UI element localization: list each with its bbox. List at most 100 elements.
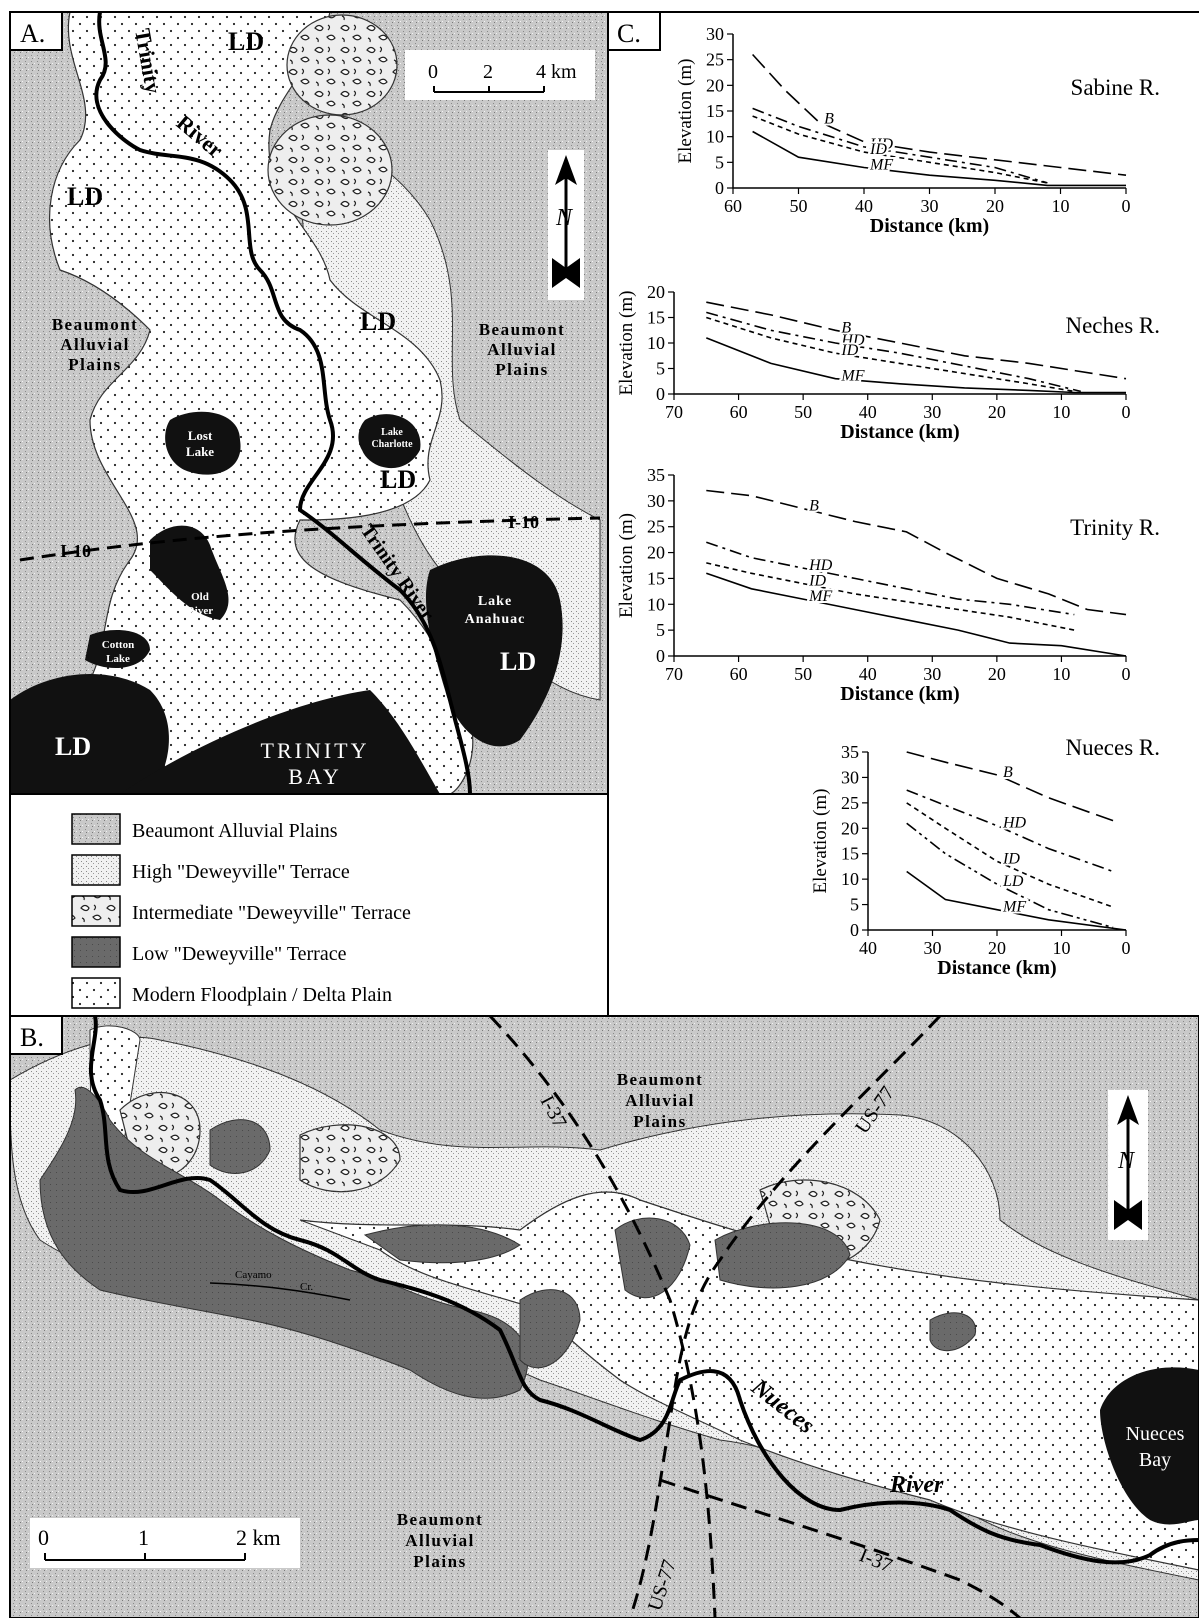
scale-bar-a-line xyxy=(433,86,545,93)
label-ld-1: LD xyxy=(228,27,264,56)
series-label-HD: HD xyxy=(869,136,894,153)
series-line-HD xyxy=(906,789,1114,873)
north-arrow-a-label: N xyxy=(555,205,574,231)
legend-label-low: Low "Deweyville" Terrace xyxy=(132,943,347,965)
y-tick-label: 35 xyxy=(841,742,859,762)
label-beaumont-east-3: Plains xyxy=(495,360,548,379)
series-label-MF: MF xyxy=(808,588,832,605)
x-axis-label: Distance (km) xyxy=(840,683,959,705)
scale-bar-b-tick-1: 1 xyxy=(138,1525,149,1550)
us77-highway xyxy=(628,1014,942,1619)
panel-a-label: A. xyxy=(20,19,45,48)
north-arrow-a-tail xyxy=(552,258,580,288)
x-tick-label: 40 xyxy=(859,664,877,684)
y-tick-label: 15 xyxy=(841,844,859,864)
label-b-beaumont-north-2: Alluvial xyxy=(625,1091,695,1110)
label-ld-2: LD xyxy=(67,182,103,211)
i37-highway-north xyxy=(488,1014,717,1619)
y-tick-label: 25 xyxy=(706,50,724,70)
panel-b-map xyxy=(9,1014,1199,1620)
y-tick-label: 20 xyxy=(647,282,665,302)
y-tick-label: 25 xyxy=(841,793,859,813)
series-line-HD xyxy=(706,311,1081,393)
ld-area-southwest xyxy=(10,673,169,794)
label-trinity-bay-1: TRINITY xyxy=(261,738,370,763)
x-tick-label: 10 xyxy=(1052,664,1070,684)
nueces-river-line xyxy=(89,1015,1199,1565)
scale-bar-a-tick-0: 0 xyxy=(428,61,438,83)
label-trinity-bay-2: BAY xyxy=(288,764,341,789)
x-tick-label: 60 xyxy=(730,402,748,422)
old-river-area xyxy=(150,525,229,620)
x-tick-label: 60 xyxy=(730,664,748,684)
series-label-ID: ID xyxy=(808,573,826,590)
legend-label-beaumont: Beaumont Alluvial Plains xyxy=(132,820,338,842)
scale-bar-a: 0 2 4 km xyxy=(405,50,595,100)
series-line-B xyxy=(906,751,1114,822)
low-terrace-b5 xyxy=(614,1217,691,1299)
x-tick-label: 40 xyxy=(855,196,873,216)
series-line-MF xyxy=(706,572,1127,657)
panel-a-map xyxy=(10,11,608,795)
series-line-MF xyxy=(706,337,1126,394)
low-terrace-b3 xyxy=(363,1224,521,1264)
label-beaumont-west-2: Alluvial xyxy=(60,335,130,354)
label-lost-lake-1: Lost xyxy=(188,428,213,443)
series-line-ID xyxy=(706,562,1075,631)
series-label-ID: ID xyxy=(840,342,858,359)
series-label-MF: MF xyxy=(840,368,864,385)
x-tick-label: 30 xyxy=(921,196,939,216)
x-tick-label: 0 xyxy=(1122,196,1131,216)
label-creek-1: Cayamo xyxy=(235,1269,272,1281)
trinity-bay xyxy=(120,690,440,794)
scale-bar-b-tick-0: 0 xyxy=(38,1525,49,1550)
panel-b-label: B. xyxy=(20,1023,44,1052)
legend-swatch-intermediate xyxy=(71,895,121,927)
series-line-HD xyxy=(706,541,1075,616)
series-label-B: B xyxy=(1003,764,1013,781)
north-arrow-b: N xyxy=(1108,1090,1148,1240)
y-axis-label: Elevation (m) xyxy=(675,59,696,164)
y-tick-label: 0 xyxy=(656,646,665,666)
panel-a-label-box xyxy=(9,11,63,51)
panel-b-label-box xyxy=(9,1015,63,1055)
legend: Beaumont Alluvial Plains High "Deweyvill… xyxy=(71,813,411,1009)
label-i10-east: I-10 xyxy=(508,512,539,532)
low-terrace-b4 xyxy=(519,1289,581,1369)
x-axis-label: Distance (km) xyxy=(870,215,989,237)
x-axis-label: Distance (km) xyxy=(937,957,1056,979)
x-tick-label: 30 xyxy=(923,402,941,422)
panel-c-label-box xyxy=(607,11,661,51)
y-tick-label: 5 xyxy=(715,152,724,172)
label-old-river-2: River xyxy=(187,605,213,617)
y-tick-label: 15 xyxy=(647,308,665,328)
x-tick-label: 20 xyxy=(988,664,1006,684)
y-tick-label: 25 xyxy=(647,517,665,537)
y-tick-label: 15 xyxy=(706,101,724,121)
label-ld-3: LD xyxy=(360,307,396,336)
series-label-HD: HD xyxy=(840,332,865,349)
label-i10-west: I-10 xyxy=(60,541,91,561)
label-nueces-river-2: River xyxy=(889,1472,944,1498)
i10-highway xyxy=(19,516,601,562)
lake-anahuac xyxy=(425,555,563,747)
series-line-B xyxy=(706,301,1127,380)
legend-swatch-beaumont xyxy=(71,813,121,845)
y-tick-label: 30 xyxy=(647,491,665,511)
chart-title: Nueces R. xyxy=(1065,735,1160,760)
label-beaumont-east-2: Alluvial xyxy=(487,340,557,359)
scale-bar-b-tick-2: 2 km xyxy=(236,1525,281,1550)
series-line-MF xyxy=(752,130,1126,187)
series-label-B: B xyxy=(809,498,819,515)
y-axis-label: Elevation (m) xyxy=(810,789,831,894)
y-tick-label: 20 xyxy=(647,543,665,563)
x-tick-label: 50 xyxy=(790,196,808,216)
x-tick-label: 40 xyxy=(859,938,877,958)
x-tick-label: 20 xyxy=(988,938,1006,958)
scale-bar-a-tick-2: 4 km xyxy=(536,61,577,83)
series-line-HD xyxy=(752,107,1048,184)
